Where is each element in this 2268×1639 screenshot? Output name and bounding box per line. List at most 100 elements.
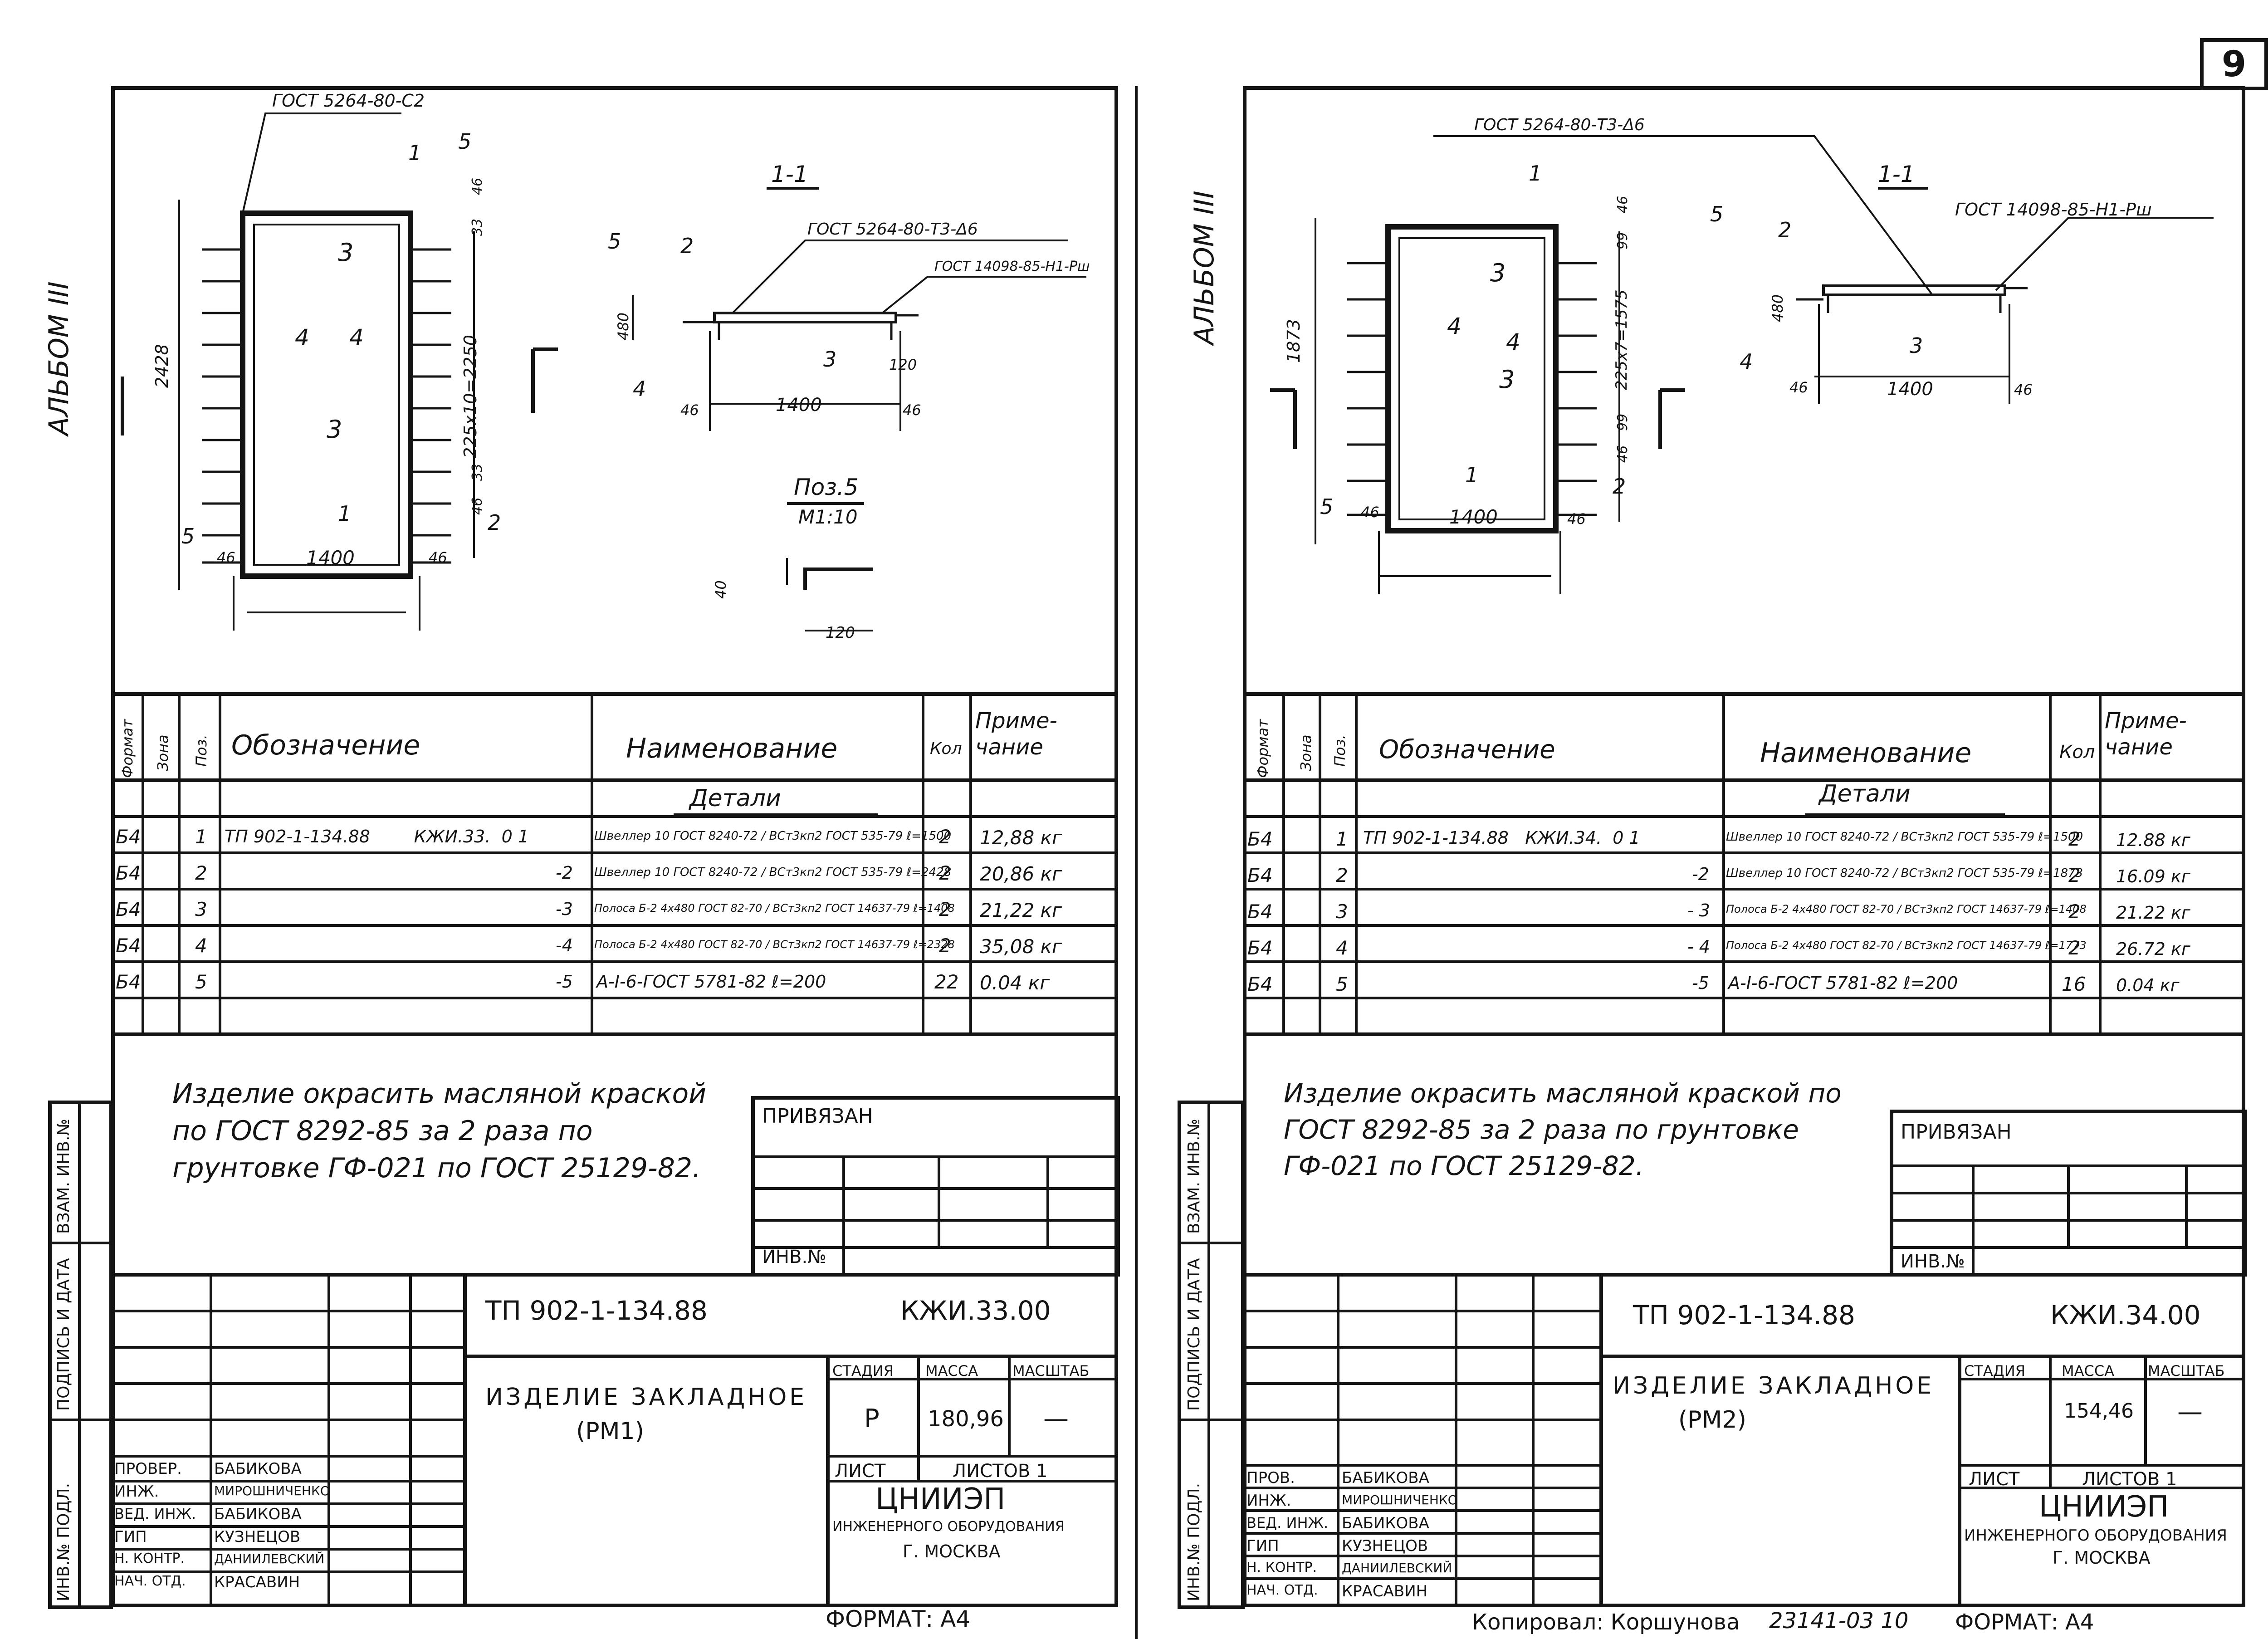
row4-format-right: Б4 (1247, 937, 1273, 959)
row3-format-left: Б4 (116, 898, 141, 920)
leader-4a-left: 4 (295, 324, 309, 351)
leader-4b-right: 4 (1506, 329, 1520, 355)
org-sub-right: инженерного оборудования (1964, 1526, 2227, 1545)
title-mark-right: (РМ2) (1678, 1406, 1746, 1434)
section-dim-46b-right: 46 (2014, 381, 2033, 398)
row3-designation-right: - 3 (1687, 900, 1710, 920)
staff-role-3-left: Вед. инж. (114, 1505, 196, 1522)
staff-role-4-left: ГИП (114, 1528, 147, 1546)
title-mark-left: (РМ1) (576, 1418, 644, 1445)
dim-pitch-left: 225x10=2250 (460, 335, 480, 458)
row4-name-left: Полоса Б-2 4x480 ГОСТ 82-70 / ВСт3кп2 ГО… (594, 938, 955, 951)
dim-99-bottom-right: 99 (1615, 413, 1631, 431)
scale-header-right: Масштаб (2148, 1362, 2225, 1380)
leader-4b-left: 4 (349, 324, 364, 351)
staff-name-6-right: Красавин (1342, 1582, 1428, 1600)
section-gost-weld-left: ГОСТ 5264-80-Т3-Δ6 (807, 220, 978, 239)
page-number-box: 9 (2200, 38, 2268, 90)
pos5-scale-left: М1:10 (798, 506, 858, 528)
inv-no-label-left: Инв.№ (762, 1247, 826, 1267)
row2-note-right: 16.09 кг (2116, 866, 2190, 886)
row1-designation-left: ТП 902-1-134.88 КЖИ.33. 0 1 (225, 827, 529, 846)
staff-name-4-left: Кузнецов (214, 1528, 301, 1546)
dim-width-left: 1400 (306, 547, 355, 569)
scale-value-right: — (2177, 1397, 2203, 1427)
row5-format-left: Б4 (116, 971, 141, 993)
project-code-left: ТП 902-1-134.88 (485, 1295, 708, 1326)
staff-name-2-right: Мирошниченко (1342, 1492, 1458, 1507)
leader-5-left: 5 (458, 129, 472, 154)
section-leader-4-right: 4 (1740, 349, 1753, 374)
mass-value-right: 154,46 (2064, 1399, 2134, 1423)
row1-name-left: Швеллер 10 ГОСТ 8240-72 / ВСт3кп2 ГОСТ 5… (594, 829, 952, 843)
dim-46-bottom-right: 46 (1615, 445, 1631, 463)
row2-qty-right: 2 (2068, 864, 2081, 886)
row1-pos-left: 1 (195, 826, 207, 848)
row4-designation-right: - 4 (1687, 937, 1710, 957)
th-zone-left: Зона (154, 734, 171, 771)
section-dim-480-right: 480 (1769, 294, 1786, 322)
section-title-right: 1-1 (1878, 161, 1915, 187)
section-dim-46a-left: 46 (680, 401, 699, 419)
row2-designation-right: -2 (1692, 864, 1709, 884)
gost-top-right: ГОСТ 5264-80-Т3-Δ6 (1474, 116, 1645, 134)
row3-qty-left: 2 (939, 898, 951, 920)
row3-qty-right: 2 (2068, 900, 2081, 923)
staff-name-5-right: Даниилевский (1342, 1561, 1452, 1575)
row1-pos-right: 1 (1336, 828, 1348, 850)
section-dim-46b-left: 46 (903, 401, 921, 419)
row1-qty-right: 2 (2068, 828, 2081, 850)
section-gost-stud-left: ГОСТ 14098-85-Н1-Рш (934, 259, 1090, 274)
org-name-right: ЦНИИЭП (2039, 1490, 2169, 1524)
privyazan-label-left: Привязан (762, 1105, 873, 1128)
leader-3-top-right: 3 (1490, 259, 1506, 287)
row3-format-right: Б4 (1247, 900, 1273, 923)
org-city-right: г. Москва (2053, 1548, 2151, 1568)
staff-role-6-right: Нач. отд. (1246, 1582, 1318, 1598)
dim-33-bottom-left: 33 (469, 463, 485, 481)
title-block-right (1243, 1273, 2245, 1607)
org-sub-left: инженерного оборудования (832, 1519, 1065, 1535)
leader-1-left: 1 (408, 141, 422, 165)
row4-name-right: Полоса Б-2 4x480 ГОСТ 82-70 / ВСт3кп2 ГО… (1726, 939, 2087, 952)
row4-note-right: 26.72 кг (2116, 939, 2190, 959)
album-label-right: АЛЬБОМ III (1188, 191, 1220, 345)
th-format-left: Формат (119, 719, 136, 778)
staff-role-2-left: Инж. (114, 1482, 159, 1501)
row4-designation-left: -4 (556, 935, 573, 955)
section-leader-3-right: 3 (1910, 333, 1923, 358)
page-number: 9 (2221, 44, 2247, 85)
title-name-right: Изделие закладное (1613, 1372, 1935, 1399)
row3-name-right: Полоса Б-2 4x480 ГОСТ 82-70 / ВСт3кп2 ГО… (1726, 903, 2087, 915)
staff-name-1-right: Бабикова (1342, 1469, 1429, 1487)
row4-pos-left: 4 (195, 934, 207, 957)
staff-role-1-right: Пров. (1246, 1469, 1295, 1487)
row3-designation-left: -3 (556, 899, 573, 919)
section-dim-46a-right: 46 (1789, 379, 1808, 396)
section-dim-1400-right: 1400 (1887, 379, 1933, 400)
row4-qty-left: 2 (939, 934, 951, 957)
leader-1-bottom-left: 1 (338, 501, 352, 526)
th-designation-left: Обозначение (231, 729, 420, 761)
row1-name-right: Швеллер 10 ГОСТ 8240-72 / ВСт3кп2 ГОСТ 5… (1726, 830, 2083, 844)
side-strip-right (1178, 1101, 1245, 1609)
row2-format-left: Б4 (116, 862, 141, 884)
studs-left (1347, 262, 1388, 516)
drawing-left (121, 113, 1086, 631)
staff-name-5-left: Даниилевский (214, 1551, 325, 1566)
album-label-left: АЛЬБОМ III (43, 281, 75, 435)
dim-height-left: 2428 (152, 344, 172, 388)
sheet-left (111, 86, 1118, 1607)
drawing-right (1270, 135, 2214, 594)
sheets-header-left: Листов 1 (953, 1461, 1048, 1482)
section-leader-5-left: 5 (608, 229, 621, 254)
section-dim-1400-left: 1400 (776, 395, 822, 416)
inv-no-label-right: Инв.№ (1901, 1251, 1965, 1272)
row2-format-right: Б4 (1247, 864, 1273, 886)
gost-top-left: ГОСТ 5264-80-С2 (272, 91, 425, 111)
section-plate (713, 312, 897, 323)
dim-33-top-left: 33 (469, 218, 485, 236)
table-group-right: Детали (1819, 780, 1911, 807)
section-title-left: 1-1 (771, 161, 808, 187)
th-pos-right: Поз. (1331, 734, 1349, 767)
